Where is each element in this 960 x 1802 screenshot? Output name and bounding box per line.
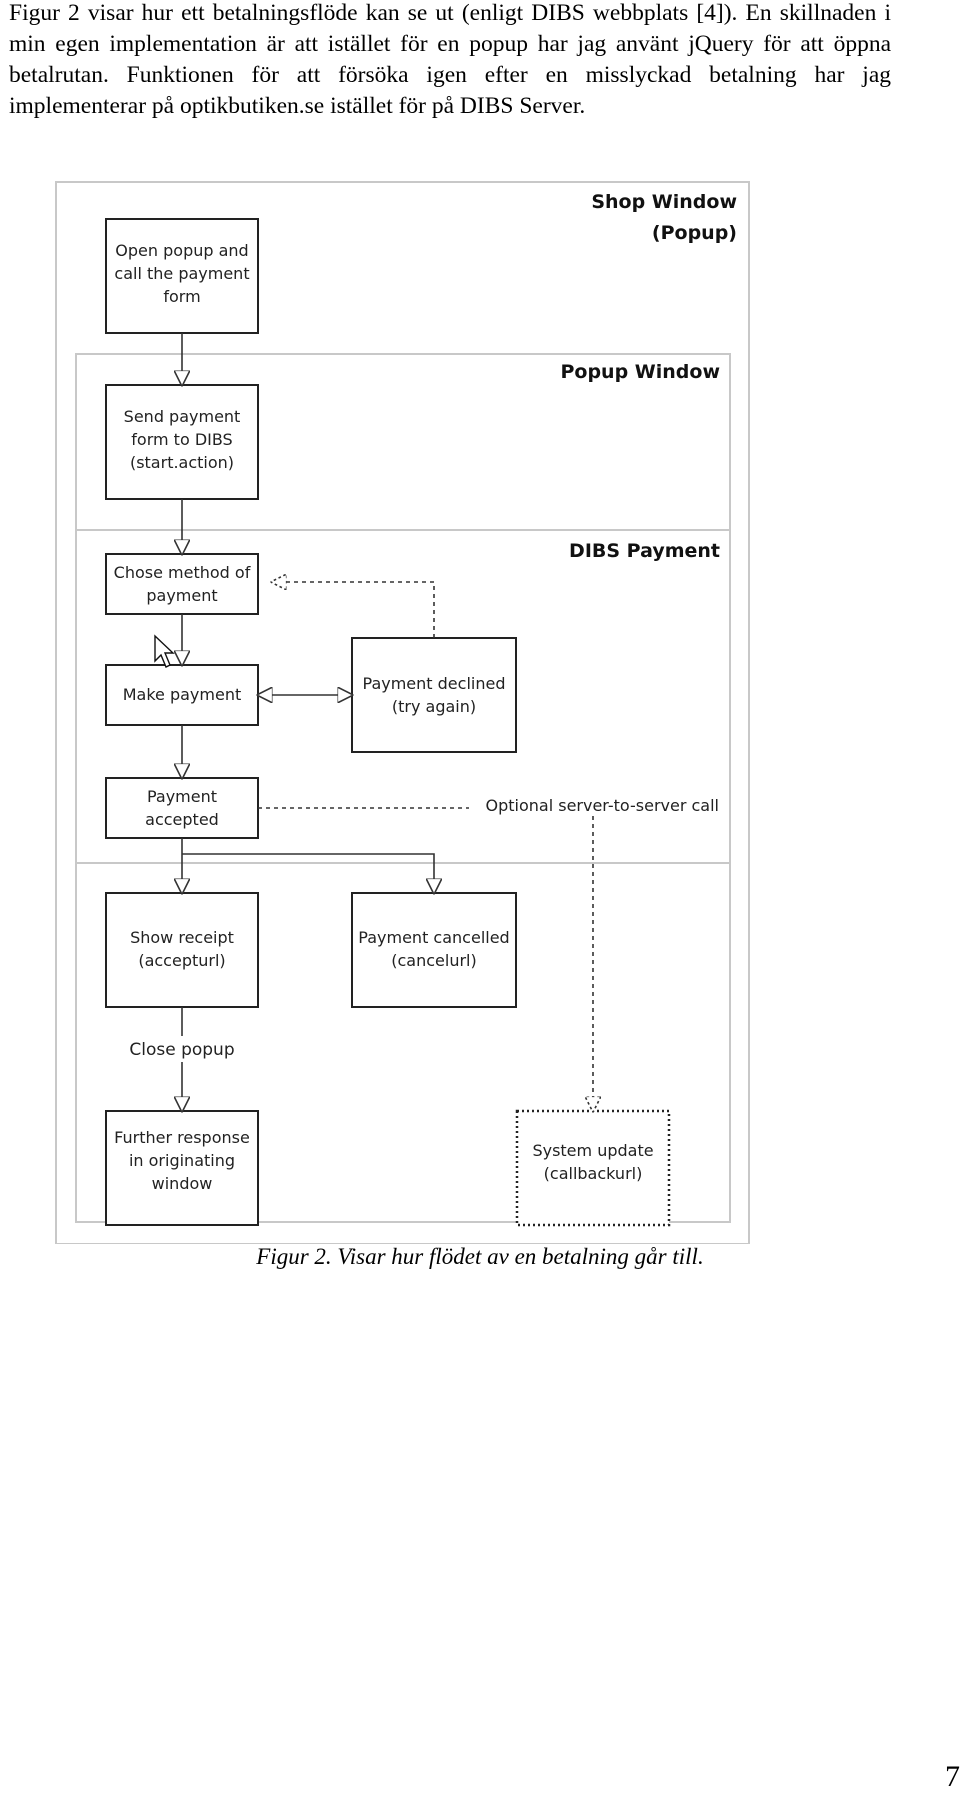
box-text: (accepturl) bbox=[138, 951, 225, 970]
box-text: form bbox=[163, 287, 200, 306]
body-paragraph: Figur 2 visar hur ett betalningsflöde ka… bbox=[9, 0, 891, 119]
box-payment-cancelled: Payment cancelled (cancelurl) bbox=[351, 892, 517, 1008]
shop-window-label: Shop Window bbox=[591, 191, 737, 213]
box-text: Payment declined bbox=[363, 674, 506, 693]
box-chose-method: Chose method of payment bbox=[105, 553, 259, 615]
box-further-response: Further response in originating window bbox=[105, 1110, 259, 1226]
dashed-connectors bbox=[258, 582, 593, 1111]
dibs-payment-zone: DIBS Payment bbox=[76, 529, 730, 864]
box-make-payment: Make payment bbox=[105, 664, 259, 726]
shop-window-zone: Shop Window (Popup) bbox=[55, 181, 750, 1244]
box-text: form to DIBS bbox=[131, 430, 232, 449]
box-payment-declined: Payment declined (try again) bbox=[351, 637, 517, 753]
diagram-canvas: Shop Window (Popup) Popup Window DIBS Pa… bbox=[55, 181, 750, 1244]
box-text: Chose method of bbox=[114, 563, 251, 582]
payment-flow-diagram: Shop Window (Popup) Popup Window DIBS Pa… bbox=[55, 181, 751, 1244]
box-text: System update bbox=[532, 1141, 653, 1160]
dibs-payment-label: DIBS Payment bbox=[569, 540, 720, 562]
box-text: accepted bbox=[145, 810, 219, 829]
box-text: Open popup and bbox=[115, 241, 248, 260]
popup-window-label: Popup Window bbox=[560, 361, 720, 383]
box-text: window bbox=[152, 1174, 213, 1193]
box-text: Payment cancelled bbox=[358, 928, 509, 947]
box-payment-accepted: Payment accepted bbox=[105, 777, 259, 839]
box-show-receipt: Show receipt (accepturl) bbox=[105, 892, 259, 1008]
box-text: Show receipt bbox=[130, 928, 234, 947]
optional-call-label: Optional server-to-server call bbox=[486, 796, 720, 815]
arrow-to-cancelled bbox=[182, 853, 434, 893]
box-send-payment-form: Send payment form to DIBS (start.action) bbox=[105, 384, 259, 500]
box-open-popup: Open popup and call the payment form bbox=[105, 218, 259, 334]
box-text: (start.action) bbox=[130, 453, 234, 472]
flow-connectors bbox=[182, 333, 434, 1111]
box-text: Further response bbox=[114, 1128, 250, 1147]
dashed-declined-to-chose bbox=[272, 582, 435, 638]
box-text: payment bbox=[146, 586, 217, 605]
close-popup-label: Close popup bbox=[129, 1040, 234, 1060]
box-text: (try again) bbox=[392, 697, 476, 716]
box-system-update: System update (callbackurl) bbox=[515, 1109, 671, 1227]
popup-window-zone: Popup Window bbox=[75, 353, 731, 1223]
box-text: call the payment bbox=[114, 264, 249, 283]
figure-caption: Figur 2. Visar hur flödet av en betalnin… bbox=[256, 1244, 704, 1269]
box-text: Make payment bbox=[123, 685, 242, 704]
box-text: in originating bbox=[129, 1151, 235, 1170]
label-bg bbox=[125, 1036, 241, 1062]
cursor-icon bbox=[154, 634, 175, 668]
shop-window-sublabel: (Popup) bbox=[652, 222, 737, 244]
box-text: Send payment bbox=[124, 407, 241, 426]
page-number: 7 bbox=[945, 1760, 960, 1793]
label-bg bbox=[469, 792, 729, 816]
box-text: Payment bbox=[147, 787, 217, 806]
box-text: (cancelurl) bbox=[391, 951, 476, 970]
box-text: (callbackurl) bbox=[544, 1164, 643, 1183]
